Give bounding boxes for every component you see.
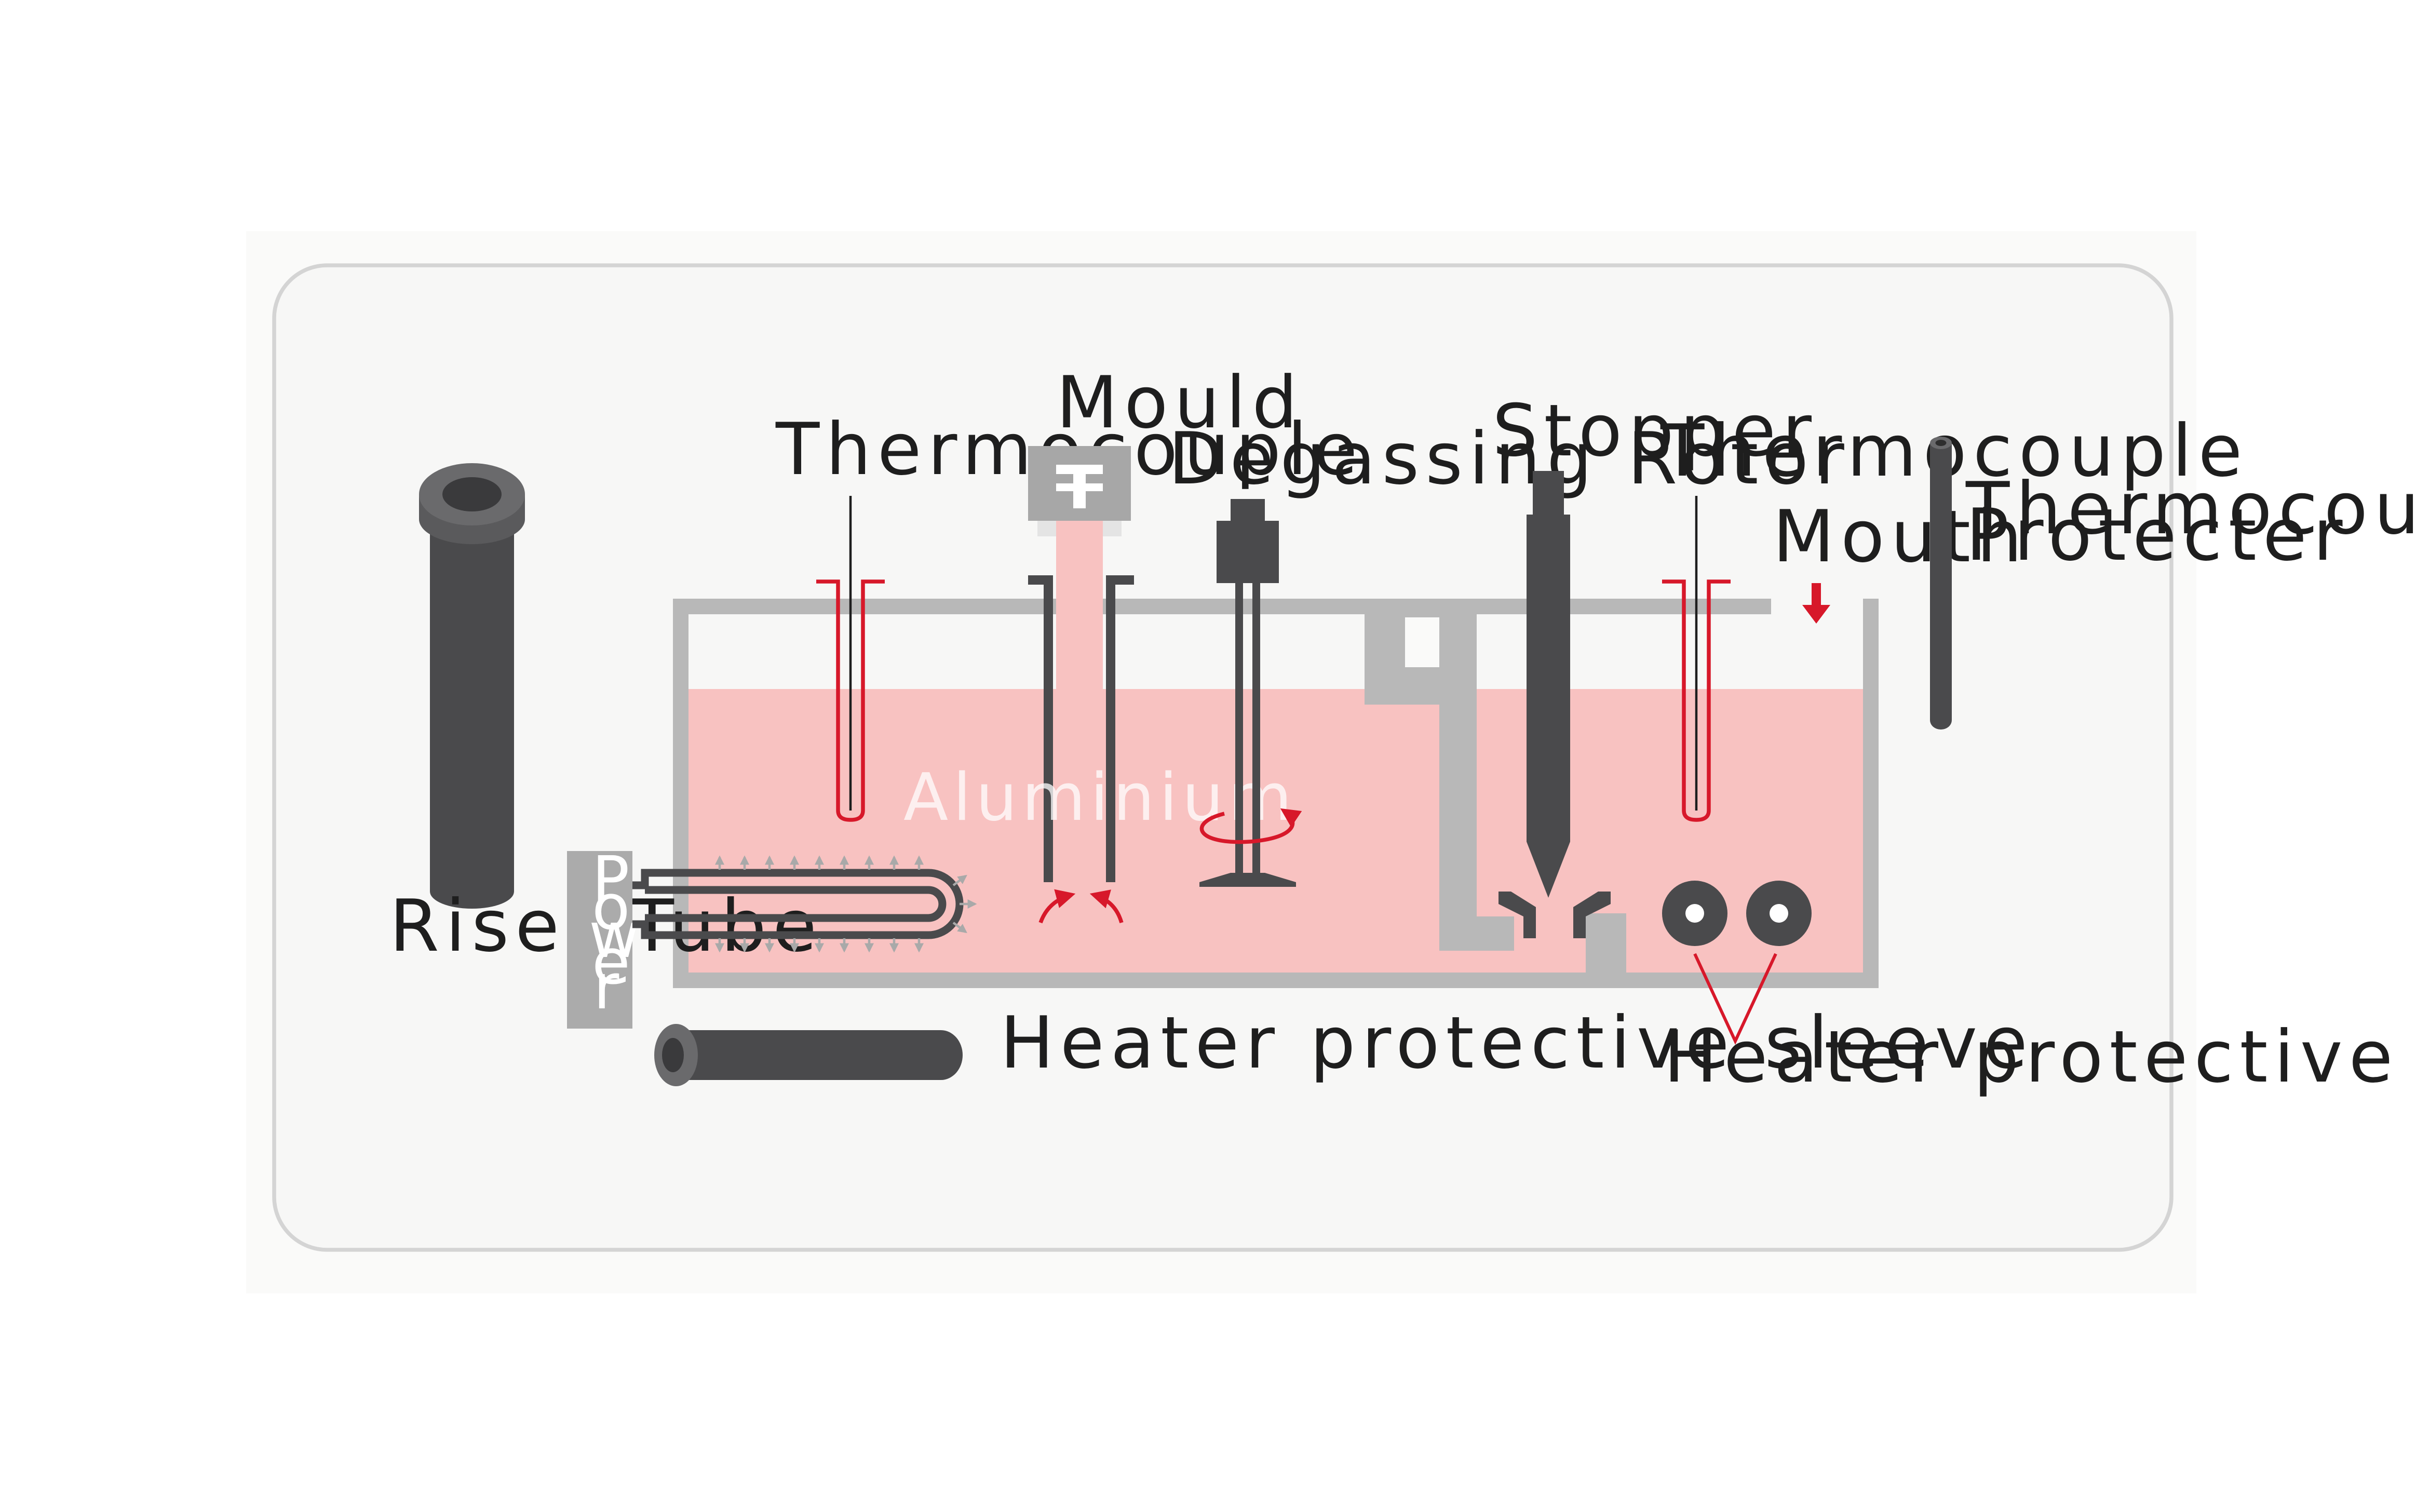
furnace-left-wall [673,599,688,988]
thermocouple-protecter-label-line2: Protecter [1966,493,2349,577]
mould-assembly [1028,446,1134,973]
partition-block [1586,913,1626,973]
curved-arrow-icon [1038,889,1076,924]
furnace-top-wall [673,599,1771,614]
heater-sleeve-right-label: Heater protective sleeve [1664,1015,2430,1099]
stalk-tube-right [1106,580,1115,882]
power-letters: P o w e r [589,844,640,1023]
thermocouple-protecter-label-line1: Thermocouple [1965,467,2430,550]
thermocouple-right [1662,496,1731,822]
heat-arrow-icon [952,874,967,886]
aluminium-label: Aluminium [903,759,1297,835]
furnace-right-wall [1863,599,1879,988]
mould-label: Mould [1056,361,1304,444]
heater-sleeve-left-label: Heater protective sleeve [1000,1001,2034,1085]
mould-metal-column [1056,521,1103,973]
mould-cavity [1056,465,1103,508]
heat-arrow-icon [952,922,967,934]
stopper [1499,471,1611,938]
riser-tube [419,463,525,909]
stopper-label: Stopper [1492,389,1818,473]
furnace-bottom-wall [673,973,1879,988]
heater-sleeve-standalone [654,1024,963,1086]
partition-window [1405,617,1439,667]
thermocouple-left [816,496,885,822]
stopper-seat [1499,892,1536,938]
curved-arrow-icon [1089,889,1124,924]
power-letter: w [589,900,640,972]
degassing-rotor-label: Degassing Rotor [1168,417,1851,501]
power-letter: e [592,926,630,998]
power-letter: r [593,951,619,1023]
mouth-label: Mouth [1773,495,2029,578]
rotation-arrow-icon [1199,808,1302,844]
arrow-down-icon [1802,583,1830,624]
heat-radiation-arrows [715,855,977,953]
heater-sleeve-section [1662,881,1812,1045]
stopper-seat [1573,892,1611,938]
degassing-rotor [1199,499,1302,887]
furnace-partition [1365,614,1514,951]
riser-tube-bore [442,477,502,511]
stalk-tube-left [1044,580,1053,882]
power-box [567,851,632,1029]
power-letter: P [592,844,629,916]
thermocouple-protecter [1930,437,1952,730]
power-letter: o [592,872,630,944]
